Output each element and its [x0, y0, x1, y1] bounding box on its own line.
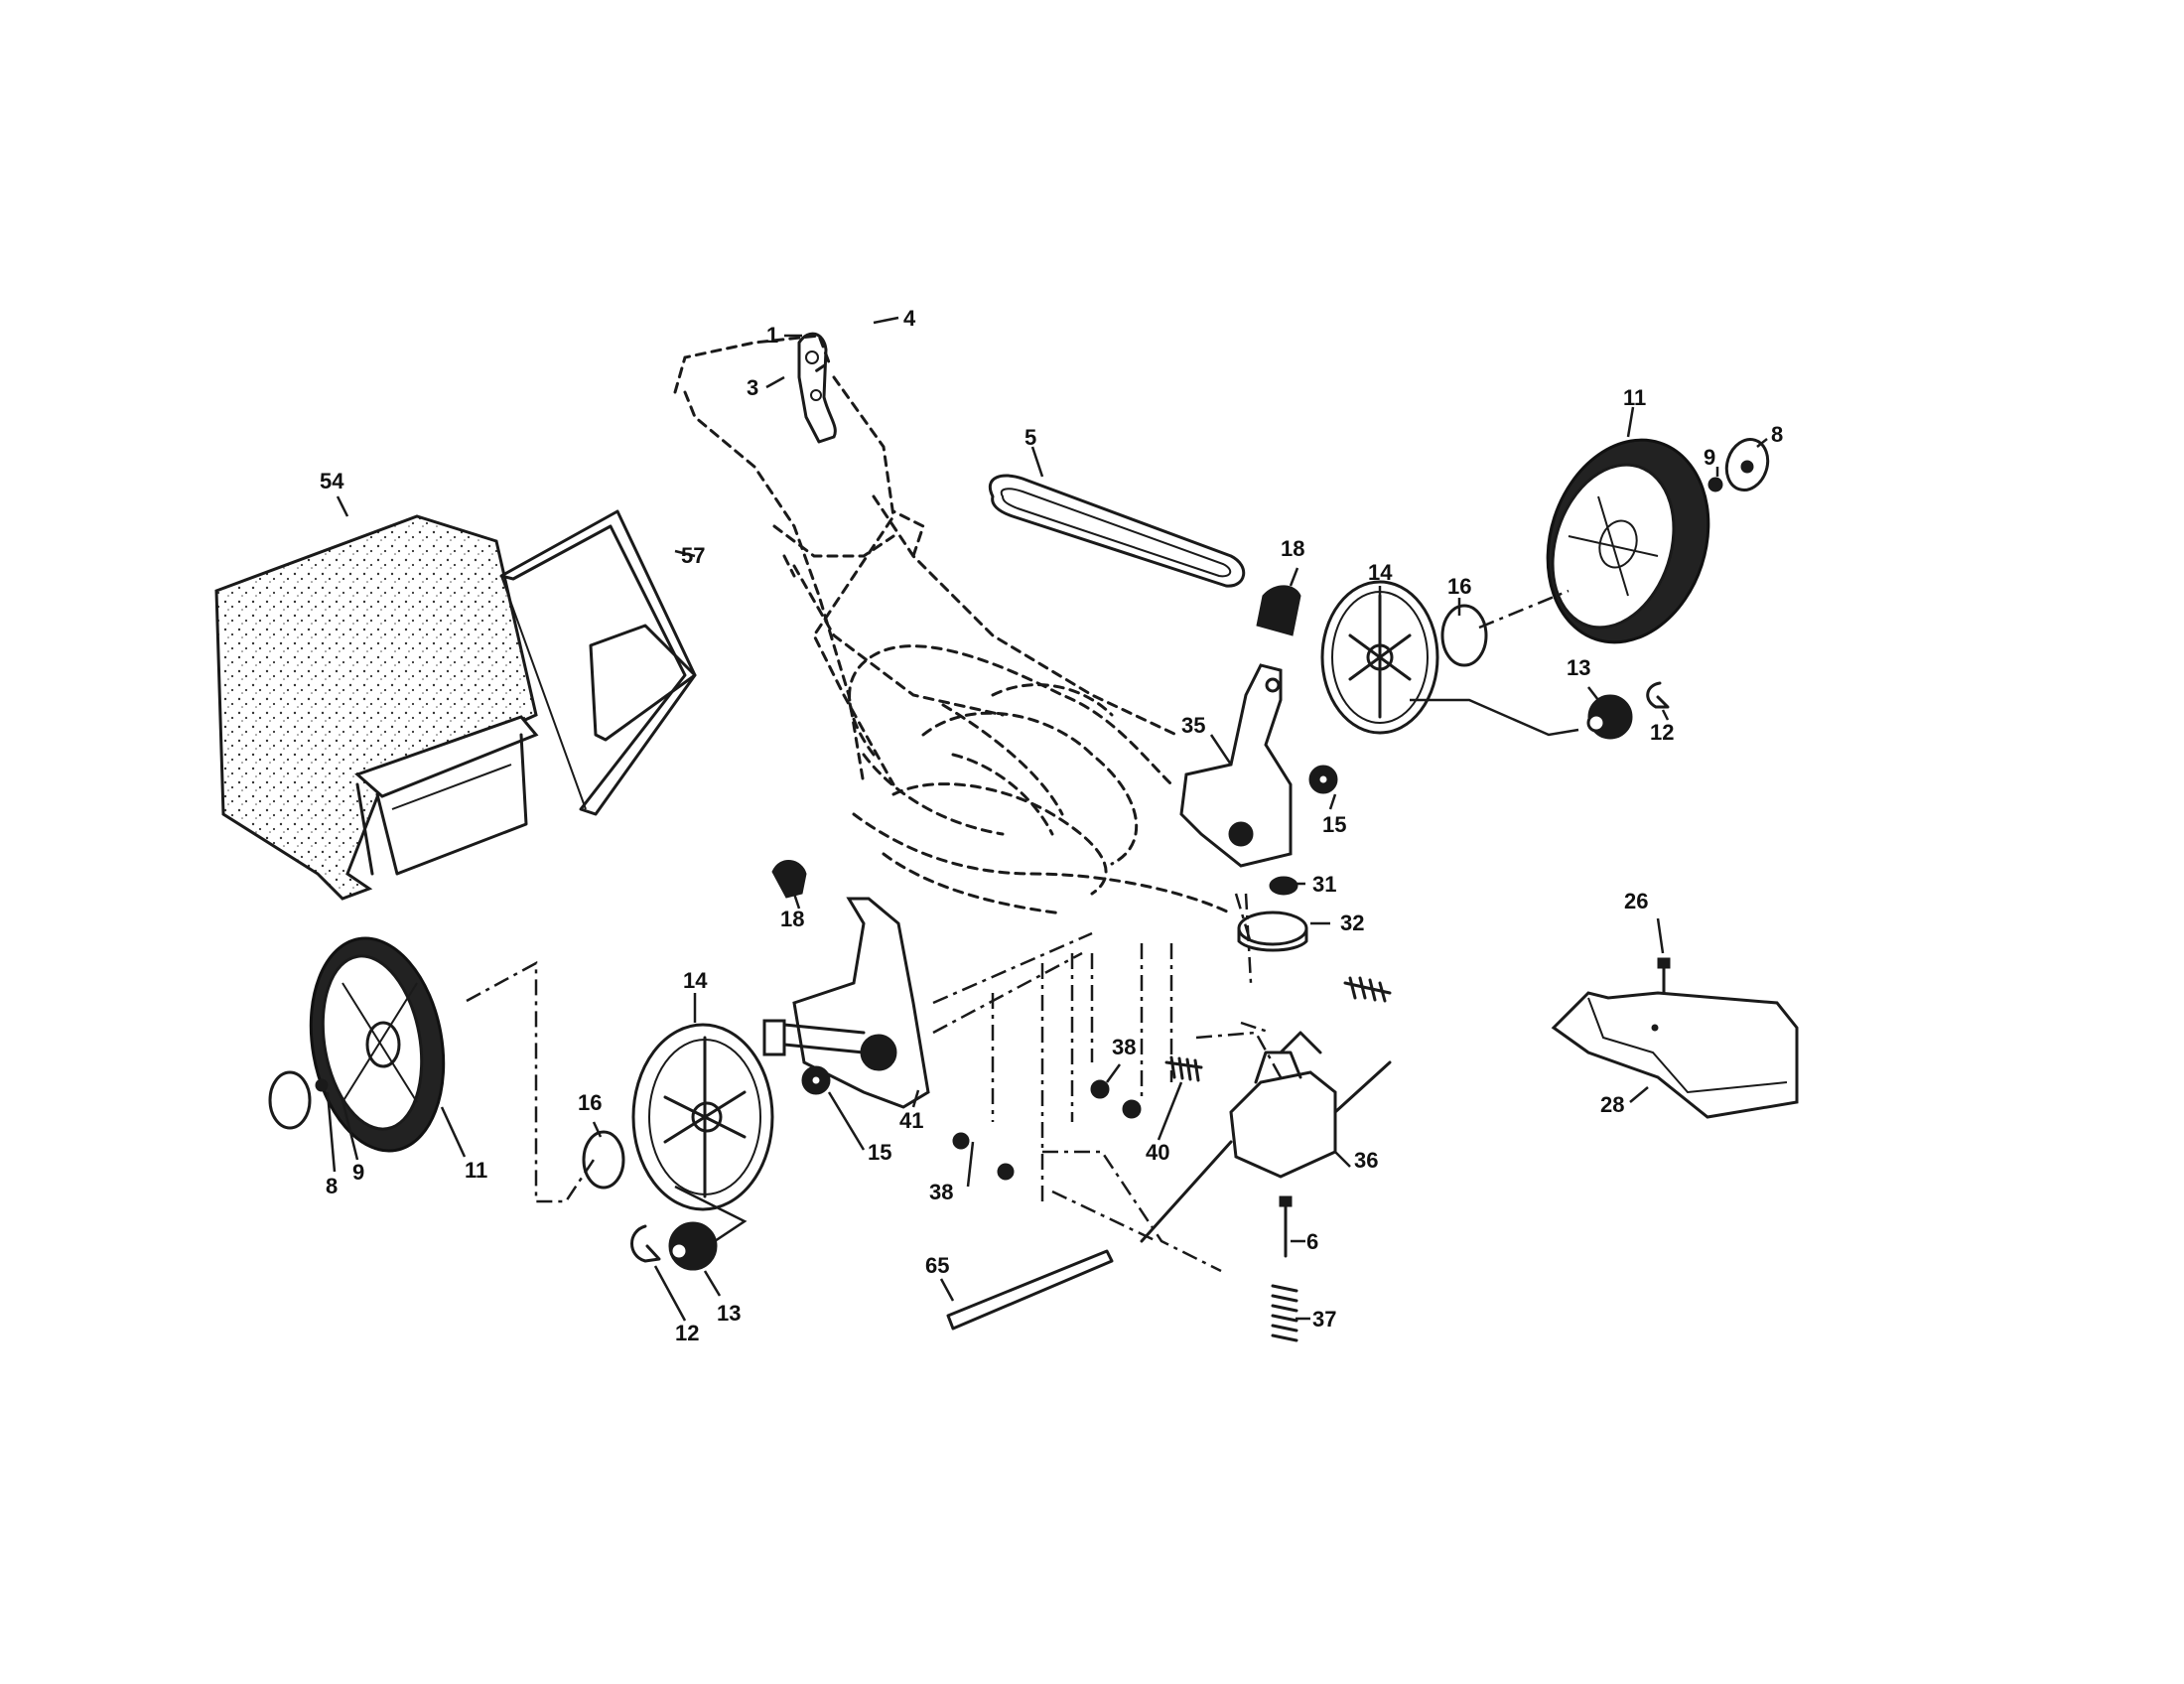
- callout-40: 40: [1146, 1140, 1169, 1165]
- callout-16-left: 16: [578, 1090, 602, 1115]
- callout-65: 65: [925, 1253, 949, 1278]
- hubcap-left: [268, 1070, 312, 1130]
- leader-transmission: [1195, 1021, 1283, 1078]
- washer-left: [582, 1130, 625, 1190]
- callout-14-left: 14: [683, 968, 708, 993]
- nut-38-b: [952, 1099, 1142, 1181]
- leader-axle-left: [932, 931, 1093, 1035]
- drive-belt: [988, 474, 1246, 588]
- spring-37: [1271, 1284, 1298, 1342]
- callout-11-left: 11: [465, 1158, 487, 1183]
- drive-wheel-left: [631, 1023, 774, 1211]
- shaft-65: [946, 1249, 1114, 1331]
- handle-grip-left: [771, 860, 807, 899]
- washer-right: [1440, 604, 1488, 667]
- wheel-left: [309, 936, 446, 1153]
- callout-9-left: 9: [352, 1160, 364, 1185]
- callout-8-left: 8: [326, 1174, 338, 1198]
- callout-35: 35: [1181, 713, 1205, 738]
- grass-bag: [214, 514, 539, 901]
- bearing-left: [801, 1065, 831, 1095]
- nut-left: [315, 1078, 329, 1092]
- spring-40: [1164, 1055, 1203, 1082]
- e-clip-left: [630, 1224, 661, 1263]
- callout-18-left: 18: [780, 907, 804, 931]
- handle-lever-bracket: [797, 332, 837, 444]
- callout-37: 37: [1312, 1307, 1336, 1332]
- leader-left-wheel: [466, 960, 598, 1203]
- callout-28: 28: [1600, 1092, 1624, 1117]
- callout-3: 3: [747, 375, 758, 400]
- callout-41: 41: [899, 1108, 923, 1133]
- screw-26: [1657, 957, 1671, 995]
- height-adjuster-right: [1179, 663, 1293, 868]
- leader-linkage: [991, 943, 1222, 1273]
- callout-38-a: 38: [1112, 1035, 1136, 1059]
- callout-12-right: 12: [1650, 720, 1674, 745]
- callout-57: 57: [681, 543, 705, 568]
- callout-6: 6: [1306, 1229, 1318, 1254]
- drive-wheel-right: [1320, 580, 1439, 735]
- callout-26: 26: [1624, 889, 1648, 913]
- spring-top: [1343, 976, 1392, 1003]
- hubcap-right: [1724, 438, 1770, 491]
- callout-36: 36: [1354, 1148, 1378, 1173]
- rear-baffle: [1551, 991, 1799, 1119]
- callout-18-right: 18: [1281, 536, 1304, 561]
- transmission: [1140, 1031, 1392, 1243]
- nut-38-a: [1090, 1079, 1110, 1099]
- gear-right: [1586, 694, 1633, 740]
- callout-9-right: 9: [1704, 445, 1715, 470]
- height-adjuster-left: [762, 897, 930, 1109]
- e-clip-right: [1646, 681, 1670, 709]
- wheel-right: [1546, 438, 1710, 644]
- callout-16-right: 16: [1447, 574, 1471, 599]
- callout-11-right: 11: [1623, 385, 1646, 410]
- bolt-6: [1279, 1195, 1293, 1258]
- bushing-31: [1269, 876, 1298, 896]
- callout-13-left: 13: [717, 1301, 741, 1326]
- nut-right: [1707, 477, 1723, 492]
- callout-32: 32: [1340, 911, 1364, 935]
- callout-15-left: 15: [868, 1140, 891, 1165]
- bearing-right: [1308, 765, 1338, 794]
- callout-38-b: 38: [929, 1180, 953, 1204]
- handle-grip-right: [1256, 585, 1301, 636]
- callout-12-left: 12: [675, 1321, 699, 1345]
- callout-54: 54: [320, 469, 344, 493]
- gear-left: [668, 1221, 718, 1271]
- callout-labels: 1 4 3 5 54 57 11 9 8 18 14 16 13 12 35 1…: [320, 306, 1783, 1345]
- callout-13-right: 13: [1567, 655, 1590, 680]
- bag-frame: [499, 509, 697, 816]
- callout-leaders: [326, 316, 1768, 1322]
- leader-right-gear: [1410, 698, 1579, 737]
- callout-1: 1: [766, 323, 778, 348]
- callout-5: 5: [1024, 425, 1036, 450]
- pulley-32: [1237, 911, 1308, 952]
- mower-deck-outline: [848, 644, 1233, 915]
- leader-pulley: [1234, 893, 1253, 984]
- callout-31: 31: [1312, 872, 1336, 897]
- leader-left-gear: [674, 1185, 748, 1243]
- callout-15-right: 15: [1322, 812, 1346, 837]
- callout-14-right: 14: [1368, 560, 1393, 585]
- callout-4: 4: [903, 306, 916, 331]
- callout-8-right: 8: [1771, 422, 1783, 447]
